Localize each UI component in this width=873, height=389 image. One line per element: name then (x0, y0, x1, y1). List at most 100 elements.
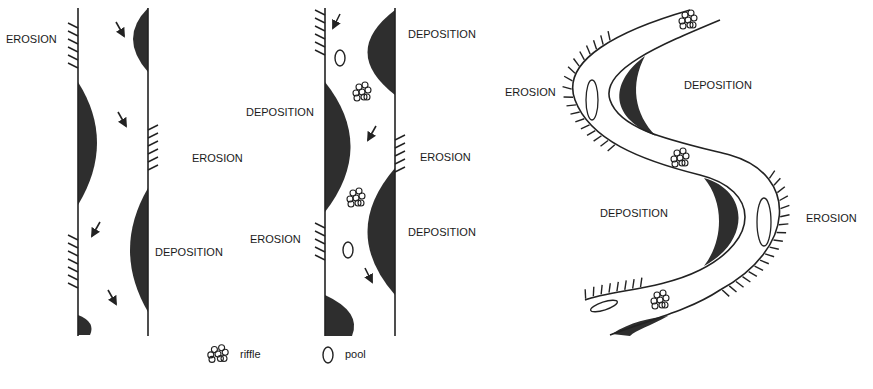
erosion-tick (581, 125, 590, 129)
erosion-tick (315, 247, 325, 252)
erosion-tick (601, 140, 608, 146)
erosion-tick (68, 23, 78, 28)
pool-symbol (335, 50, 345, 66)
process-label: EROSION (6, 33, 57, 46)
flow-arrow (118, 112, 126, 126)
flow-arrow (92, 22, 126, 304)
river-bank (609, 20, 780, 335)
erosion-tick (564, 76, 572, 81)
erosion-tick (617, 282, 618, 291)
riffle-stone (348, 201, 354, 207)
erosion-tick (68, 283, 78, 288)
erosion-tick (68, 275, 78, 280)
erosion-tick (315, 26, 325, 31)
meandering-channel (573, 10, 780, 336)
process-label: DEPOSITION (408, 226, 476, 239)
erosion-tick (148, 157, 158, 162)
flow-arrow (92, 222, 100, 236)
erosion-tick (395, 151, 405, 156)
pool-symbol (589, 298, 618, 314)
legend-entry: pool (345, 348, 366, 361)
erosion-tick (601, 35, 603, 44)
deposition-bar (325, 295, 354, 336)
erosion-tick (608, 31, 610, 40)
erosion-tick (587, 131, 595, 136)
process-label: EROSION (420, 151, 471, 164)
erosion-tick (68, 235, 78, 240)
riffle-stone (356, 84, 362, 90)
erosion-tick (315, 34, 325, 39)
riffle-stone (680, 148, 686, 154)
erosion-tick (68, 47, 78, 52)
riffle-stone (672, 161, 678, 167)
erosion-tick (148, 165, 158, 170)
flow-arrow (108, 290, 116, 304)
erosion-tick (315, 42, 325, 47)
erosion-tick (315, 255, 325, 260)
deposition-bar (325, 10, 395, 336)
erosion-tick (765, 254, 774, 257)
riffle-stone (690, 22, 696, 28)
riffle-stone (356, 188, 362, 194)
erosion-tick (395, 167, 405, 172)
flow-arrow (333, 14, 376, 282)
erosion-tick (769, 171, 774, 179)
erosion-tick (600, 285, 602, 294)
deposition-bar (78, 82, 97, 205)
riffle-stone (364, 94, 370, 100)
erosion-tick (563, 87, 572, 89)
river-bank (147, 8, 149, 336)
erosion-tick (777, 187, 784, 193)
flow-arrow (116, 22, 124, 36)
riffle-stone (211, 347, 217, 353)
riffle-stone (652, 303, 658, 309)
flow-arrow (333, 14, 340, 28)
riffle-stone (350, 190, 356, 196)
legend-entry: riffle (240, 348, 261, 361)
erosion-tick (625, 280, 626, 289)
riffle-stone (221, 356, 227, 362)
riffle-stone (354, 95, 360, 101)
riffle-stone (358, 200, 364, 206)
riffle-stone (680, 23, 686, 29)
erosion-tick (780, 196, 788, 201)
erosion-tick (68, 259, 78, 264)
deposition-bar (325, 82, 351, 212)
erosion-tick (608, 145, 615, 151)
erosion-hatching (68, 10, 790, 299)
erosion-tick (315, 10, 325, 15)
riffle-symbol (353, 82, 371, 101)
legend-text: riffle (240, 348, 261, 360)
river-bank (77, 8, 79, 336)
riffle-stone (362, 82, 368, 88)
erosion-tick (777, 232, 786, 234)
erosion-tick (68, 251, 78, 256)
riffle-stone (682, 12, 688, 18)
erosion-tick (755, 266, 763, 270)
erosion-tick (594, 40, 597, 49)
erosion-tick (780, 205, 789, 208)
deposition-bar (368, 10, 396, 95)
riffle-symbol (347, 188, 365, 207)
riffle-stone (674, 150, 680, 156)
process-label: DEPOSITION (600, 207, 668, 220)
riffle-symbol (671, 148, 689, 167)
flow-arrow (365, 268, 372, 282)
erosion-tick (574, 59, 580, 67)
erosion-tick (395, 135, 405, 140)
riffle-stone (688, 10, 694, 16)
erosion-tick (773, 240, 782, 241)
erosion-tick (580, 52, 585, 60)
erosion-tick (593, 287, 595, 296)
deposition-bar (133, 8, 148, 72)
deposition-bar (368, 168, 396, 295)
process-label: EROSION (505, 86, 556, 99)
erosion-tick (68, 31, 78, 36)
erosion-tick (760, 260, 769, 264)
erosion-tick (641, 278, 642, 287)
process-label: DEPOSITION (155, 246, 223, 259)
erosion-tick (587, 45, 591, 54)
riffle-stone (660, 290, 666, 296)
erosion-tick (315, 231, 325, 236)
